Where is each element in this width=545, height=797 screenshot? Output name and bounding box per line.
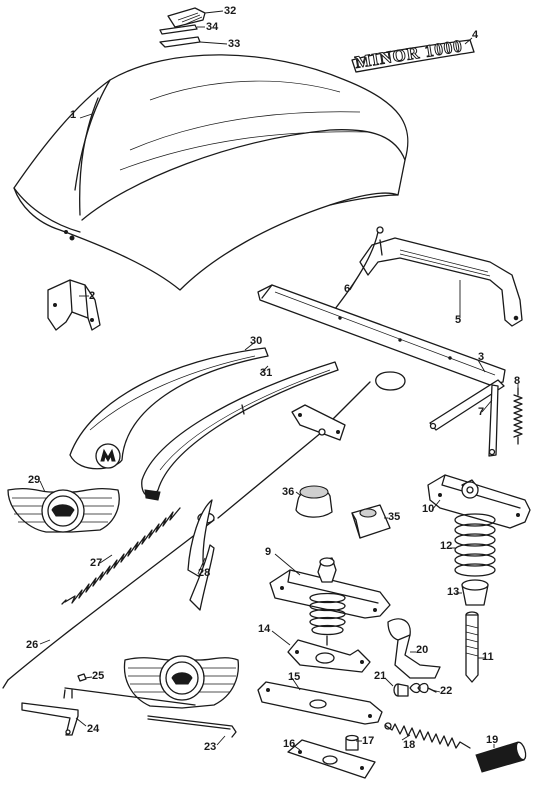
callout-1: 1 [70,109,77,121]
spring-drawing [513,387,523,445]
lever-rod-drawing [21,673,237,738]
lock-plate-drawing [427,474,531,529]
callout-28: 28 [198,567,211,579]
side-strip-drawing [141,361,339,501]
callout-6: 6 [344,283,351,295]
callout-24: 24 [87,723,100,735]
base-plate-drawing [287,739,376,779]
callout-10: 10 [422,503,435,515]
callout-18: 18 [403,739,416,751]
callout-21: 21 [374,670,387,682]
sleeve-drawing [475,741,527,773]
motif-drawing [69,347,269,470]
bush-drawing [345,734,359,751]
rear-rail-drawing [257,284,506,386]
tension-spring-drawing [384,722,471,749]
callout-17: 17 [362,735,375,747]
front-badge-drawing [7,487,120,533]
cup-drawing [461,579,489,606]
pin-drawing [465,611,479,683]
catch-spring-drawing [309,592,346,646]
callout-8: 8 [514,375,521,387]
leader-lines [39,10,519,751]
callout-30: 30 [250,335,263,347]
callout-13: 13 [447,586,460,598]
callout-22: 22 [440,685,453,697]
callout-20: 20 [416,644,429,656]
callout-11: 11 [482,651,494,663]
callout-34: 34 [206,21,219,33]
bonnet-drawing [13,54,409,291]
callout-7: 7 [478,406,485,418]
callout-29: 29 [28,474,41,486]
callout-2: 2 [89,290,96,302]
callout-33: 33 [228,38,241,50]
safety-catch-drawing [387,618,441,679]
stop-drawing [295,485,333,518]
callout-12: 12 [440,540,453,552]
logo-text: MINOR 1000 [354,36,464,72]
return-spring-drawing [409,682,437,694]
callout-31: 31 [260,367,273,379]
buffer-drawing [351,504,391,539]
callout-25: 25 [92,670,105,682]
clip-assembly-drawing [159,7,206,48]
callout-14: 14 [258,623,271,635]
callout-15: 15 [288,671,301,683]
lock-spring-drawing [454,513,496,577]
cable-spring-drawing [61,507,181,605]
hinge-arm-drawing [429,379,505,457]
callout-26: 26 [26,639,39,651]
callout-9: 9 [265,546,272,558]
callout-23: 23 [204,741,217,753]
callout-5: 5 [455,314,462,326]
bracket-drawing [47,279,101,331]
callout-35: 35 [388,511,401,523]
callout-3: 3 [478,351,485,363]
callout-19: 19 [486,734,499,746]
callout-4: 4 [472,29,479,41]
callout-27: 27 [90,557,103,569]
callout-36: 36 [282,486,295,498]
support-frame-drawing [359,237,523,327]
release-plate-drawing [257,681,383,725]
plate-drawing [287,639,371,673]
badge-script-drawing: MINOR 1000 [351,36,475,73]
callout-16: 16 [283,738,296,750]
mascot-badge-drawing [123,499,240,709]
callout-32: 32 [224,5,237,17]
clevis-pin-drawing [393,683,409,697]
